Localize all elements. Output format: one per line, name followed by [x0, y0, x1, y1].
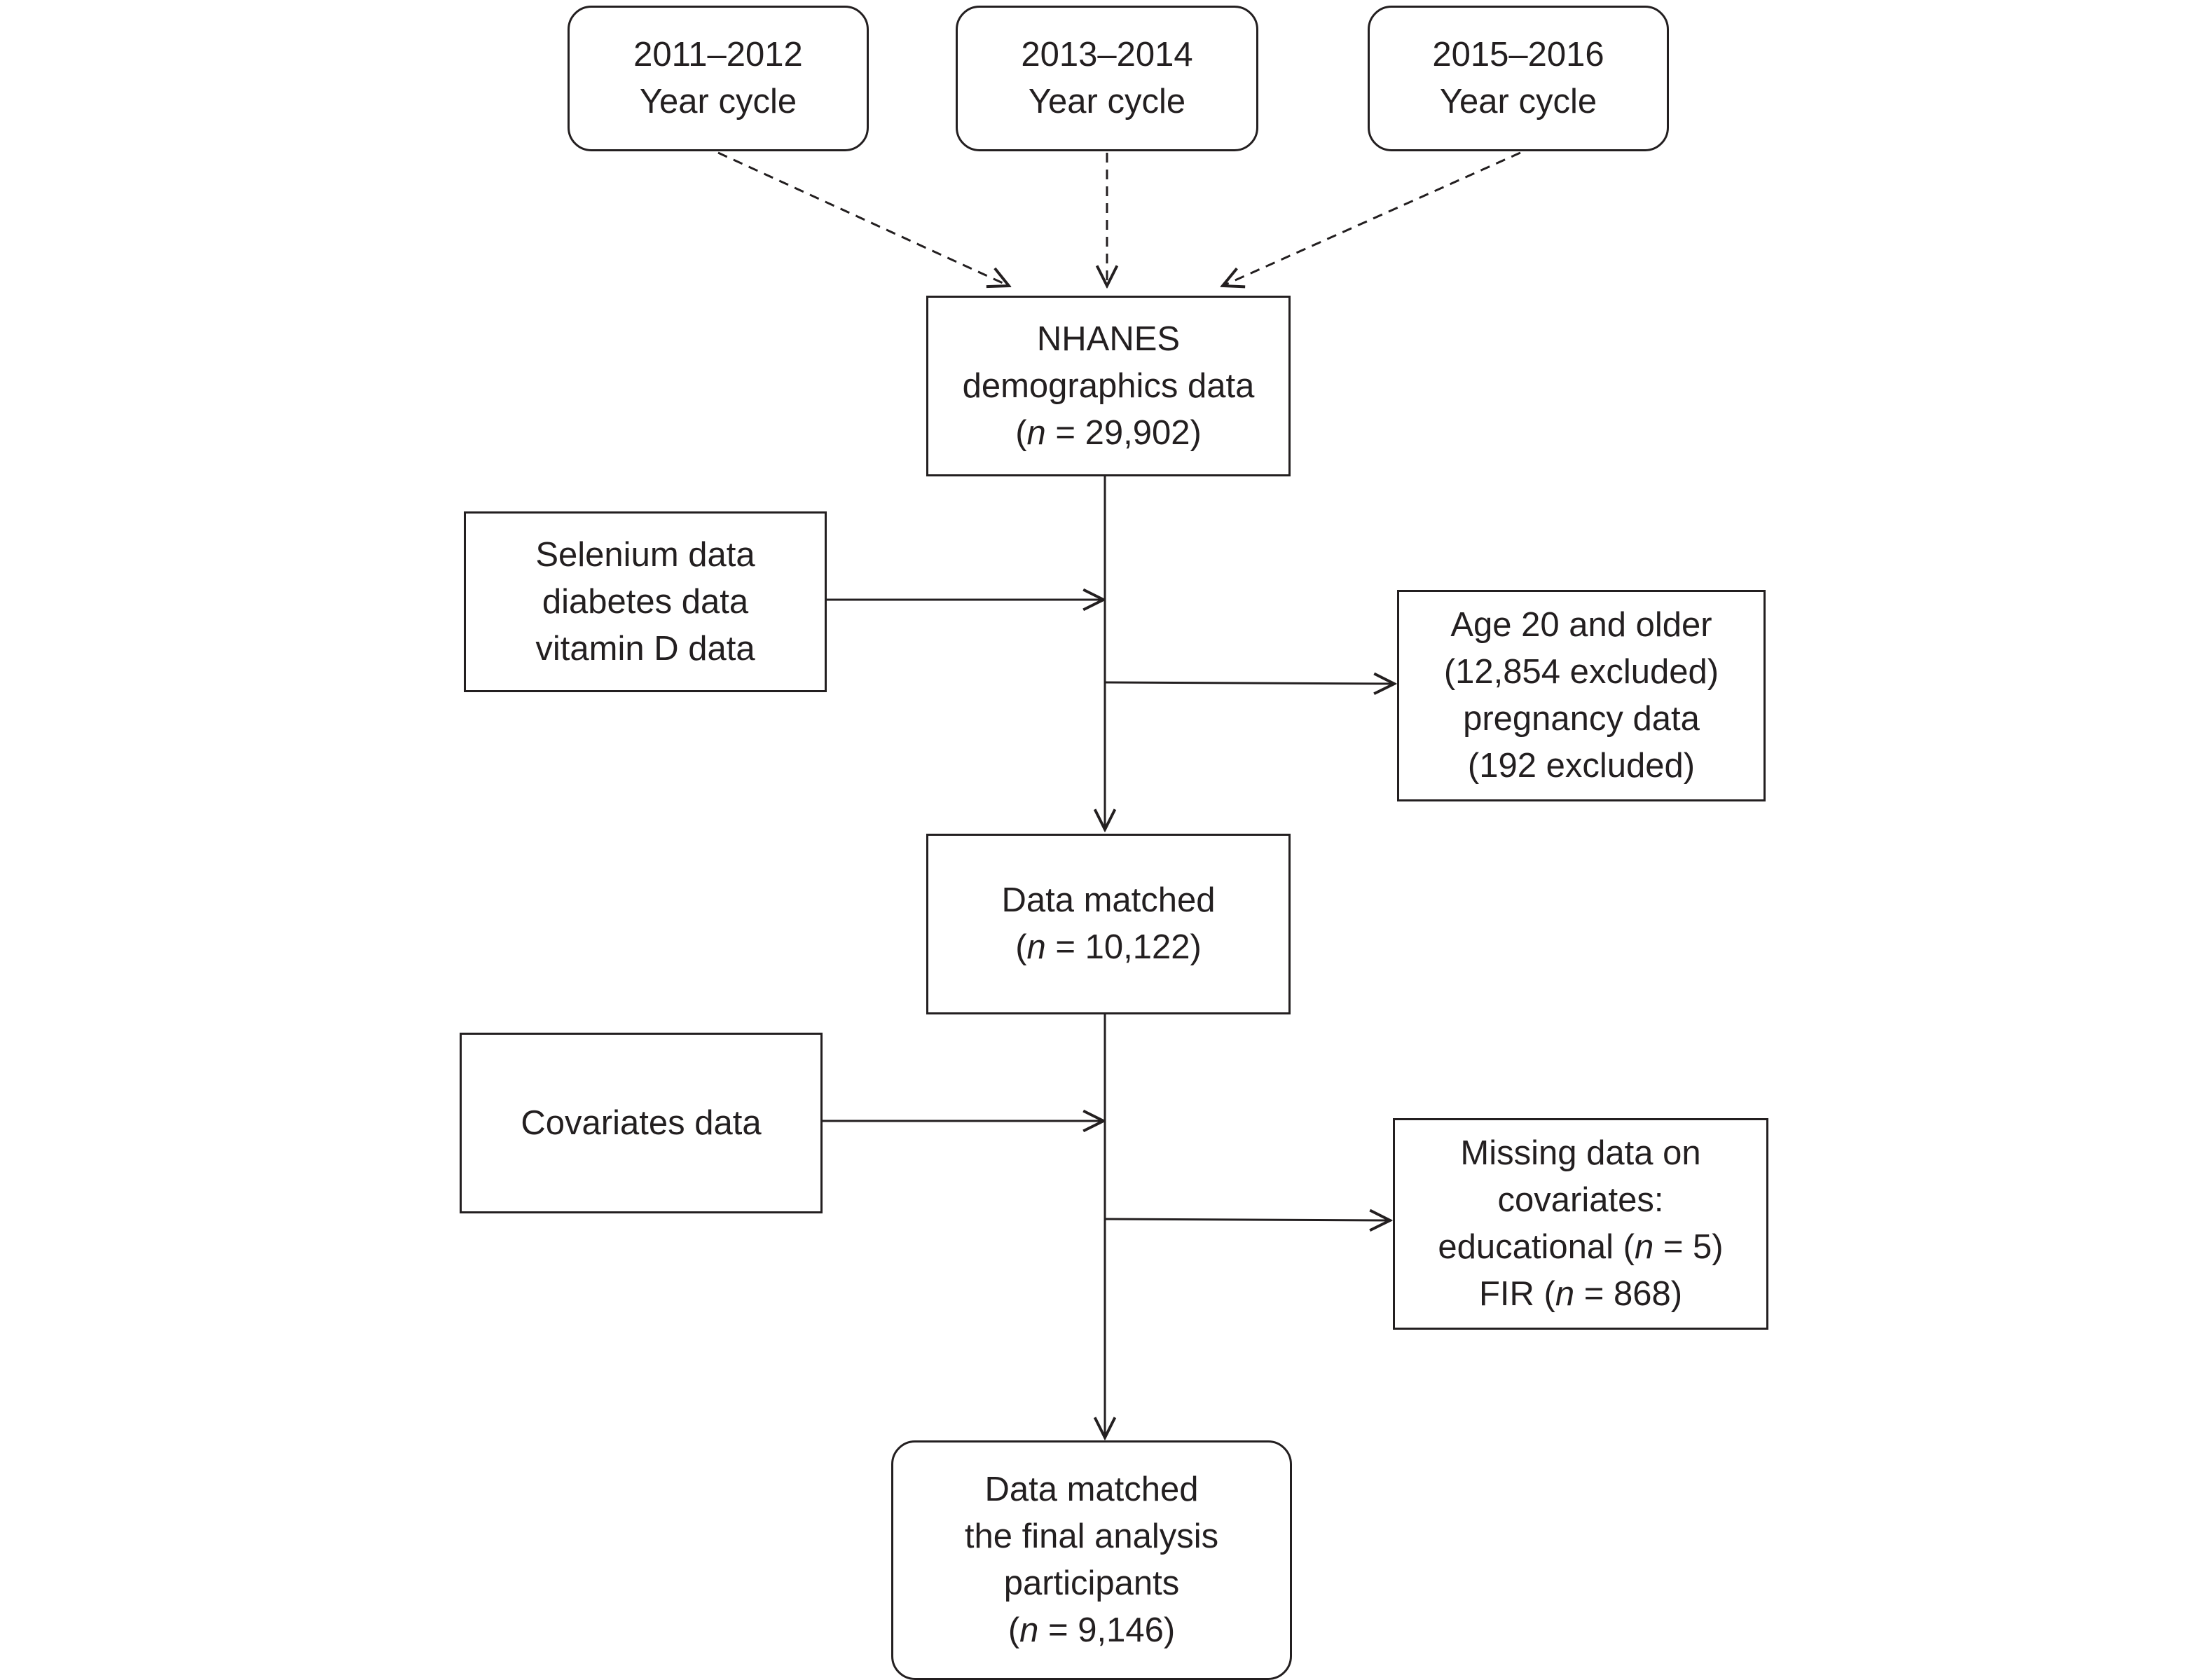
covariates-data-box: Covariates data	[460, 1033, 823, 1213]
year-cycle-label: 2011–2012	[633, 36, 803, 74]
nhanes-subtitle: demographics data	[962, 366, 1255, 405]
data-matched-count: (n = 10,122)	[1015, 928, 1202, 966]
year-cycle-box-2015-2016: 2015–2016 Year cycle	[1368, 6, 1669, 151]
final-line: Data matched	[984, 1471, 1199, 1508]
covariates-label: Covariates data	[521, 1103, 762, 1142]
exclusion-line: Age 20 and older	[1450, 606, 1712, 644]
data-matched-title: Data matched	[1001, 881, 1216, 919]
final-line: the final analysis	[964, 1517, 1219, 1555]
exclusion-line: (12,854 excluded)	[1443, 653, 1719, 691]
exclusion-line: (192 excluded)	[1467, 747, 1696, 785]
selenium-data-box: Selenium data diabetes data vitamin D da…	[464, 511, 827, 692]
educational-count: educational (n = 5)	[1438, 1228, 1724, 1266]
diabetes-line: diabetes data	[542, 582, 749, 621]
year-cycle-label: 2013–2014	[1021, 36, 1193, 74]
nhanes-demographics-box: NHANES demographics data (n = 29,902)	[926, 296, 1291, 476]
year-cycle-box-2013-2014: 2013–2014 Year cycle	[956, 6, 1258, 151]
vitamin-d-line: vitamin D data	[535, 629, 755, 668]
year-cycle-sublabel: Year cycle	[1028, 83, 1186, 121]
exclusion-line: covariates:	[1497, 1181, 1664, 1219]
final-line: participants	[1003, 1564, 1180, 1602]
nhanes-title: NHANES	[1036, 319, 1181, 358]
exclusion-missing-covariates-box: Missing data on covariates: educational …	[1393, 1118, 1768, 1330]
exclusion-age-pregnancy-box: Age 20 and older (12,854 excluded) pregn…	[1397, 590, 1766, 801]
dashed-arrow-cycle-3	[1223, 151, 1521, 286]
final-count: (n = 9,146)	[1008, 1611, 1176, 1649]
arrow-exclusion-1	[1104, 682, 1394, 684]
selenium-line: Selenium data	[535, 535, 755, 574]
data-matched-box: Data matched (n = 10,122)	[926, 834, 1291, 1014]
year-cycle-sublabel: Year cycle	[639, 83, 797, 121]
arrow-exclusion-2	[1104, 1219, 1390, 1220]
exclusion-line: Missing data on	[1460, 1134, 1701, 1172]
year-cycle-sublabel: Year cycle	[1439, 83, 1597, 121]
exclusion-line: pregnancy data	[1463, 700, 1700, 738]
nhanes-count: (n = 29,902)	[1015, 413, 1202, 452]
dashed-arrow-cycle-1	[717, 151, 1009, 286]
year-cycle-box-2011-2012: 2011–2012 Year cycle	[568, 6, 869, 151]
year-cycle-label: 2015–2016	[1432, 36, 1604, 74]
final-analysis-box: Data matched the final analysis particip…	[891, 1440, 1292, 1680]
fir-count: FIR (n = 868)	[1478, 1275, 1683, 1313]
